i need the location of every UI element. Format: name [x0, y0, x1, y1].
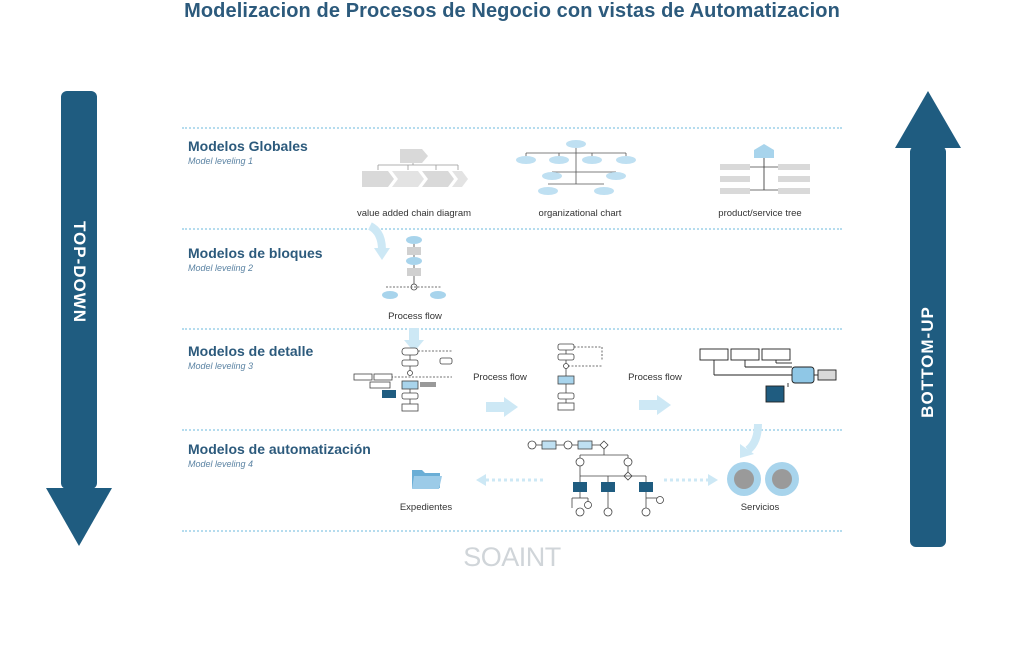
level-2-subtitle: Model leveling 2	[188, 263, 254, 273]
expedientes-caption: Expedientes	[399, 502, 453, 513]
bottom-up-label: BOTTOM-UP	[918, 306, 937, 418]
product-tree-caption: product/service tree	[718, 208, 802, 219]
right-dotted-arrow-icon	[664, 474, 718, 486]
right-arrow-2-icon	[639, 395, 671, 415]
product-tree-diagram	[720, 144, 810, 194]
value-chain-caption: value added chain diagram	[356, 208, 472, 219]
block-process-flow-caption: Process flow	[388, 311, 442, 322]
separator-3	[182, 328, 842, 330]
level-1-subtitle: Model leveling 1	[188, 156, 254, 166]
separator-4	[182, 429, 842, 431]
servicios-caption: Servicios	[740, 502, 780, 513]
detail-process-flow-1-diagram	[353, 347, 453, 412]
diagram-title: Modelizacion de Procesos de Negocio con …	[184, 0, 840, 22]
level-4-subtitle: Model leveling 4	[188, 459, 254, 469]
process-flow-1-caption: Process flow	[473, 372, 527, 383]
top-down-arrow	[46, 91, 112, 546]
separator-2	[182, 228, 842, 230]
brand-logo: SOAINT	[463, 542, 561, 572]
right-arrow-1-icon	[486, 397, 518, 417]
left-dotted-arrow-icon	[476, 474, 546, 486]
process-flow-2-caption: Process flow	[628, 372, 682, 383]
level-2-title: Modelos de bloques	[188, 245, 323, 261]
org-chart-caption: organizational chart	[538, 208, 622, 219]
detail-process-flow-2-diagram	[557, 343, 603, 411]
curved-arrow-2-icon	[740, 423, 762, 458]
automation-process-diagram	[527, 440, 664, 517]
bottom-up-arrow	[895, 91, 961, 547]
value-chain-diagram	[362, 149, 468, 187]
curved-arrow-1-icon	[367, 222, 390, 260]
folder-icon	[412, 470, 442, 489]
org-chart-diagram	[516, 140, 636, 195]
services-icon	[727, 462, 799, 496]
detail-process-flow-3-diagram	[699, 348, 837, 403]
level-3-title: Modelos de detalle	[188, 343, 314, 359]
separator-5	[182, 530, 842, 532]
block-process-flow-diagram	[382, 236, 446, 299]
level-4-title: Modelos de automatización	[188, 441, 371, 457]
level-3-subtitle: Model leveling 3	[188, 361, 254, 371]
level-1-title: Modelos Globales	[188, 138, 308, 154]
top-down-label: TOP-DOWN	[70, 220, 89, 324]
down-arrow-2-icon	[404, 328, 424, 352]
separator-1	[182, 127, 842, 129]
